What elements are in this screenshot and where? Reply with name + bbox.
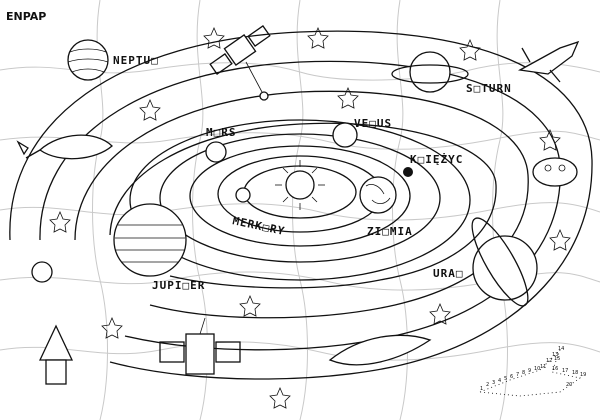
spaceship-icon [517,40,580,83]
dot-number: 16 [552,366,558,372]
spaceship-icon [328,334,432,366]
brand-logo: ENPAP [6,10,46,23]
orbit-path [9,30,593,380]
dot-number: 11 [540,364,546,370]
dot-number: 19 [580,372,586,378]
label-jupiter: JUPI□ER [152,279,205,292]
dot-number: 6 [510,374,513,380]
star-icon [49,26,571,409]
label-mars: M□RS [206,126,237,139]
dot-number: 18 [572,370,578,376]
dot-number: 13 [552,352,558,358]
label-earth: ZI□MIA [367,225,413,238]
venus-planet [332,122,358,148]
rocket-icon [38,324,74,385]
dot-number: 8 [522,370,525,376]
earth-planet [359,167,413,214]
mercury-planet [235,187,251,203]
dot-number: 1 [480,386,483,392]
satellite-icon [209,25,271,101]
label-saturn: S□TURN [466,82,512,95]
label-uranus: URA□ [433,267,464,280]
uranus-planet [471,217,538,307]
dot-number: 20 [566,382,572,388]
dot-number: 7 [516,372,519,378]
label-venus: VE□US [354,117,392,130]
dot-number: 2 [486,382,489,388]
dot-number: 15 [554,356,560,362]
dot-number: 4 [498,378,501,384]
dot-number: 10 [534,366,540,372]
label-moon: K□IĘŻYC [410,152,463,166]
dot-number: 3 [492,380,495,386]
sun-icon [275,160,325,210]
mars-planet [205,141,227,163]
alien-creature [532,157,578,187]
satellite-icon [159,317,241,375]
jupiter-planet [113,203,187,277]
dot-number: 12 [546,358,552,364]
dot-number: 9 [528,368,531,374]
dot-number: 5 [504,376,507,382]
label-neptune: NEPTU□ [113,54,159,67]
label-mercury: MERK□RY [231,214,286,238]
asteroid [31,261,53,283]
dot-number: 14 [558,346,564,352]
dot-number: 17 [562,368,568,374]
saturn-planet [391,51,469,93]
rocket-icon [16,134,113,160]
